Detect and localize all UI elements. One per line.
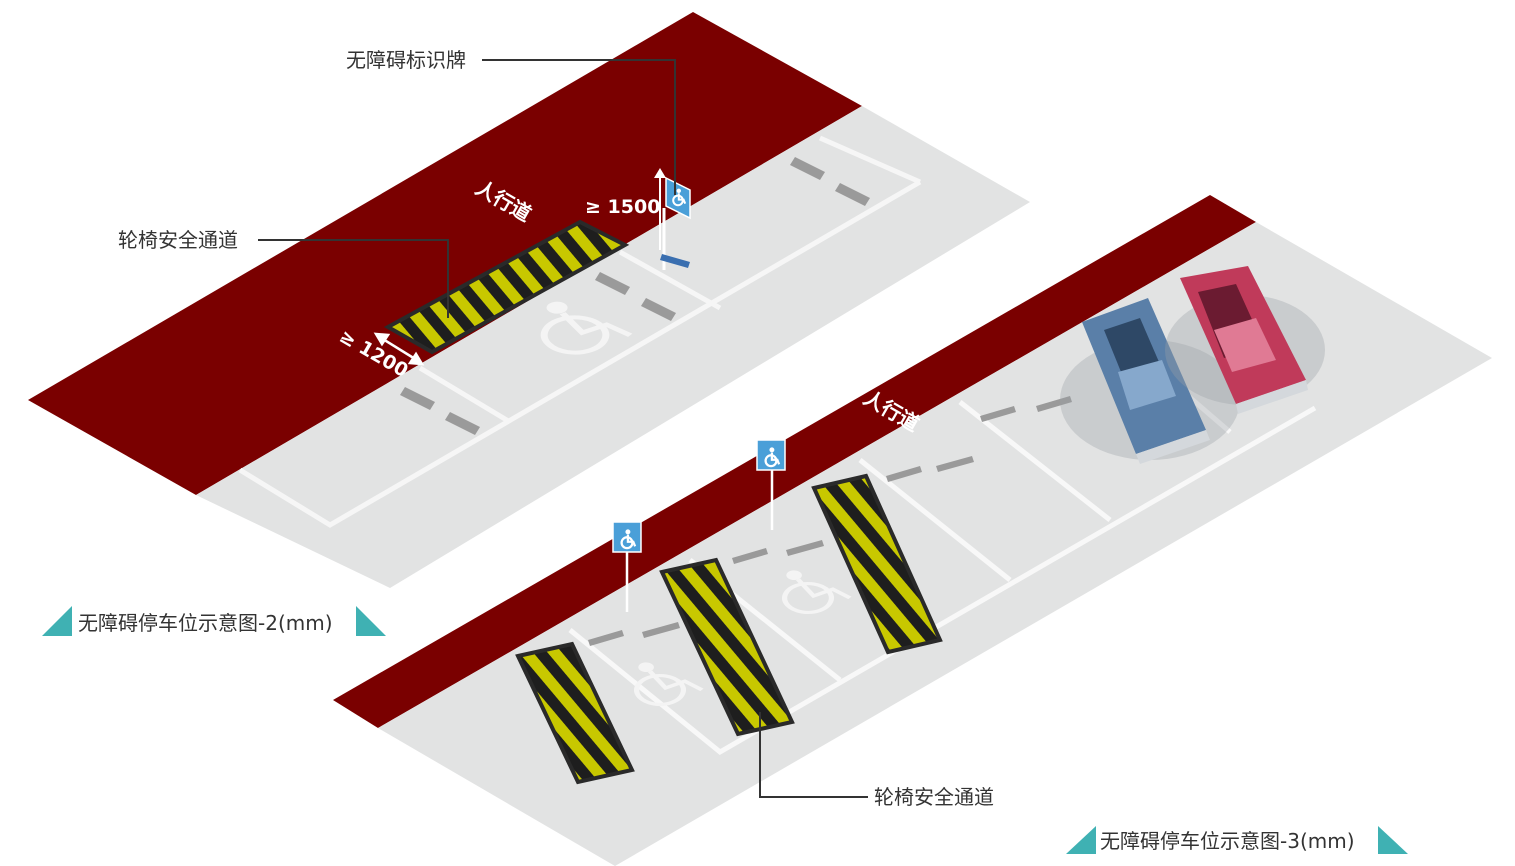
callout-leaders [258, 59, 676, 318]
wheel-stop [595, 272, 630, 295]
wheel-stop [786, 540, 824, 556]
triangle-icon [1378, 826, 1408, 854]
accessible-sign [654, 168, 691, 270]
wheel-stops [400, 157, 870, 435]
parking-pavement [196, 106, 1030, 588]
corridor-callout-label: 轮椅安全通道 [874, 785, 994, 809]
triangle-icon [356, 606, 386, 636]
bay-lines [238, 135, 922, 528]
wheelchair-icon [764, 447, 781, 468]
corridor-callout-label: 轮椅安全通道 [118, 228, 238, 252]
wheelchair-icon [672, 188, 687, 207]
wheel-stop [445, 412, 480, 435]
diagram-3: 人行道 轮椅安全通道 无障碍停车位示意图-3(mm) [333, 195, 1492, 866]
pink-car [1165, 266, 1325, 414]
triangle-icon [42, 606, 72, 636]
sign-callout-label: 无障碍标识牌 [346, 48, 466, 72]
wheelchair-corridor [383, 219, 630, 355]
height-dimension-label: ≥ 1500 [585, 196, 660, 218]
sidewalk-area [28, 12, 862, 495]
sign-base [660, 254, 690, 268]
wheel-stop [835, 183, 870, 206]
caption-3-text: 无障碍停车位示意图-3(mm) [1100, 829, 1355, 853]
wheelchair-icon [634, 662, 704, 707]
wheelchair-icon [540, 301, 633, 355]
corridor-callout-leader [759, 712, 868, 798]
wheel-stops [588, 396, 1072, 646]
wheel-stop [400, 387, 435, 410]
wheelchair-corridor [659, 557, 795, 737]
width-dimension-arrow [373, 332, 425, 366]
caption-2: 无障碍停车位示意图-2(mm) [42, 606, 386, 636]
wheel-stop [790, 157, 825, 180]
accessible-sign [612, 439, 786, 612]
diagram-2: 人行道 ≥ 1500 ≥ 1200 无障碍标识牌 轮椅安全通道 无障碍停车位示意… [28, 12, 1030, 636]
wheelchair-icon [782, 570, 852, 615]
blue-car [1060, 298, 1240, 464]
wheelchair-icon [620, 529, 637, 550]
wheel-stop [936, 456, 974, 472]
wheel-stop [732, 548, 768, 564]
wheelchair-corridor [811, 473, 943, 655]
wheel-stop [886, 466, 922, 482]
sidewalk-area [333, 195, 1256, 728]
wheelchair-corridor [515, 641, 635, 785]
caption-2-text: 无障碍停车位示意图-2(mm) [78, 611, 333, 635]
wheel-stop [641, 298, 676, 321]
triangle-icon [1066, 826, 1096, 854]
caption-3: 无障碍停车位示意图-3(mm) [1066, 826, 1408, 854]
wheel-stop [980, 406, 1016, 422]
wheel-stop [1036, 396, 1072, 412]
wheel-stop [588, 630, 624, 646]
wheel-stop [642, 622, 680, 638]
